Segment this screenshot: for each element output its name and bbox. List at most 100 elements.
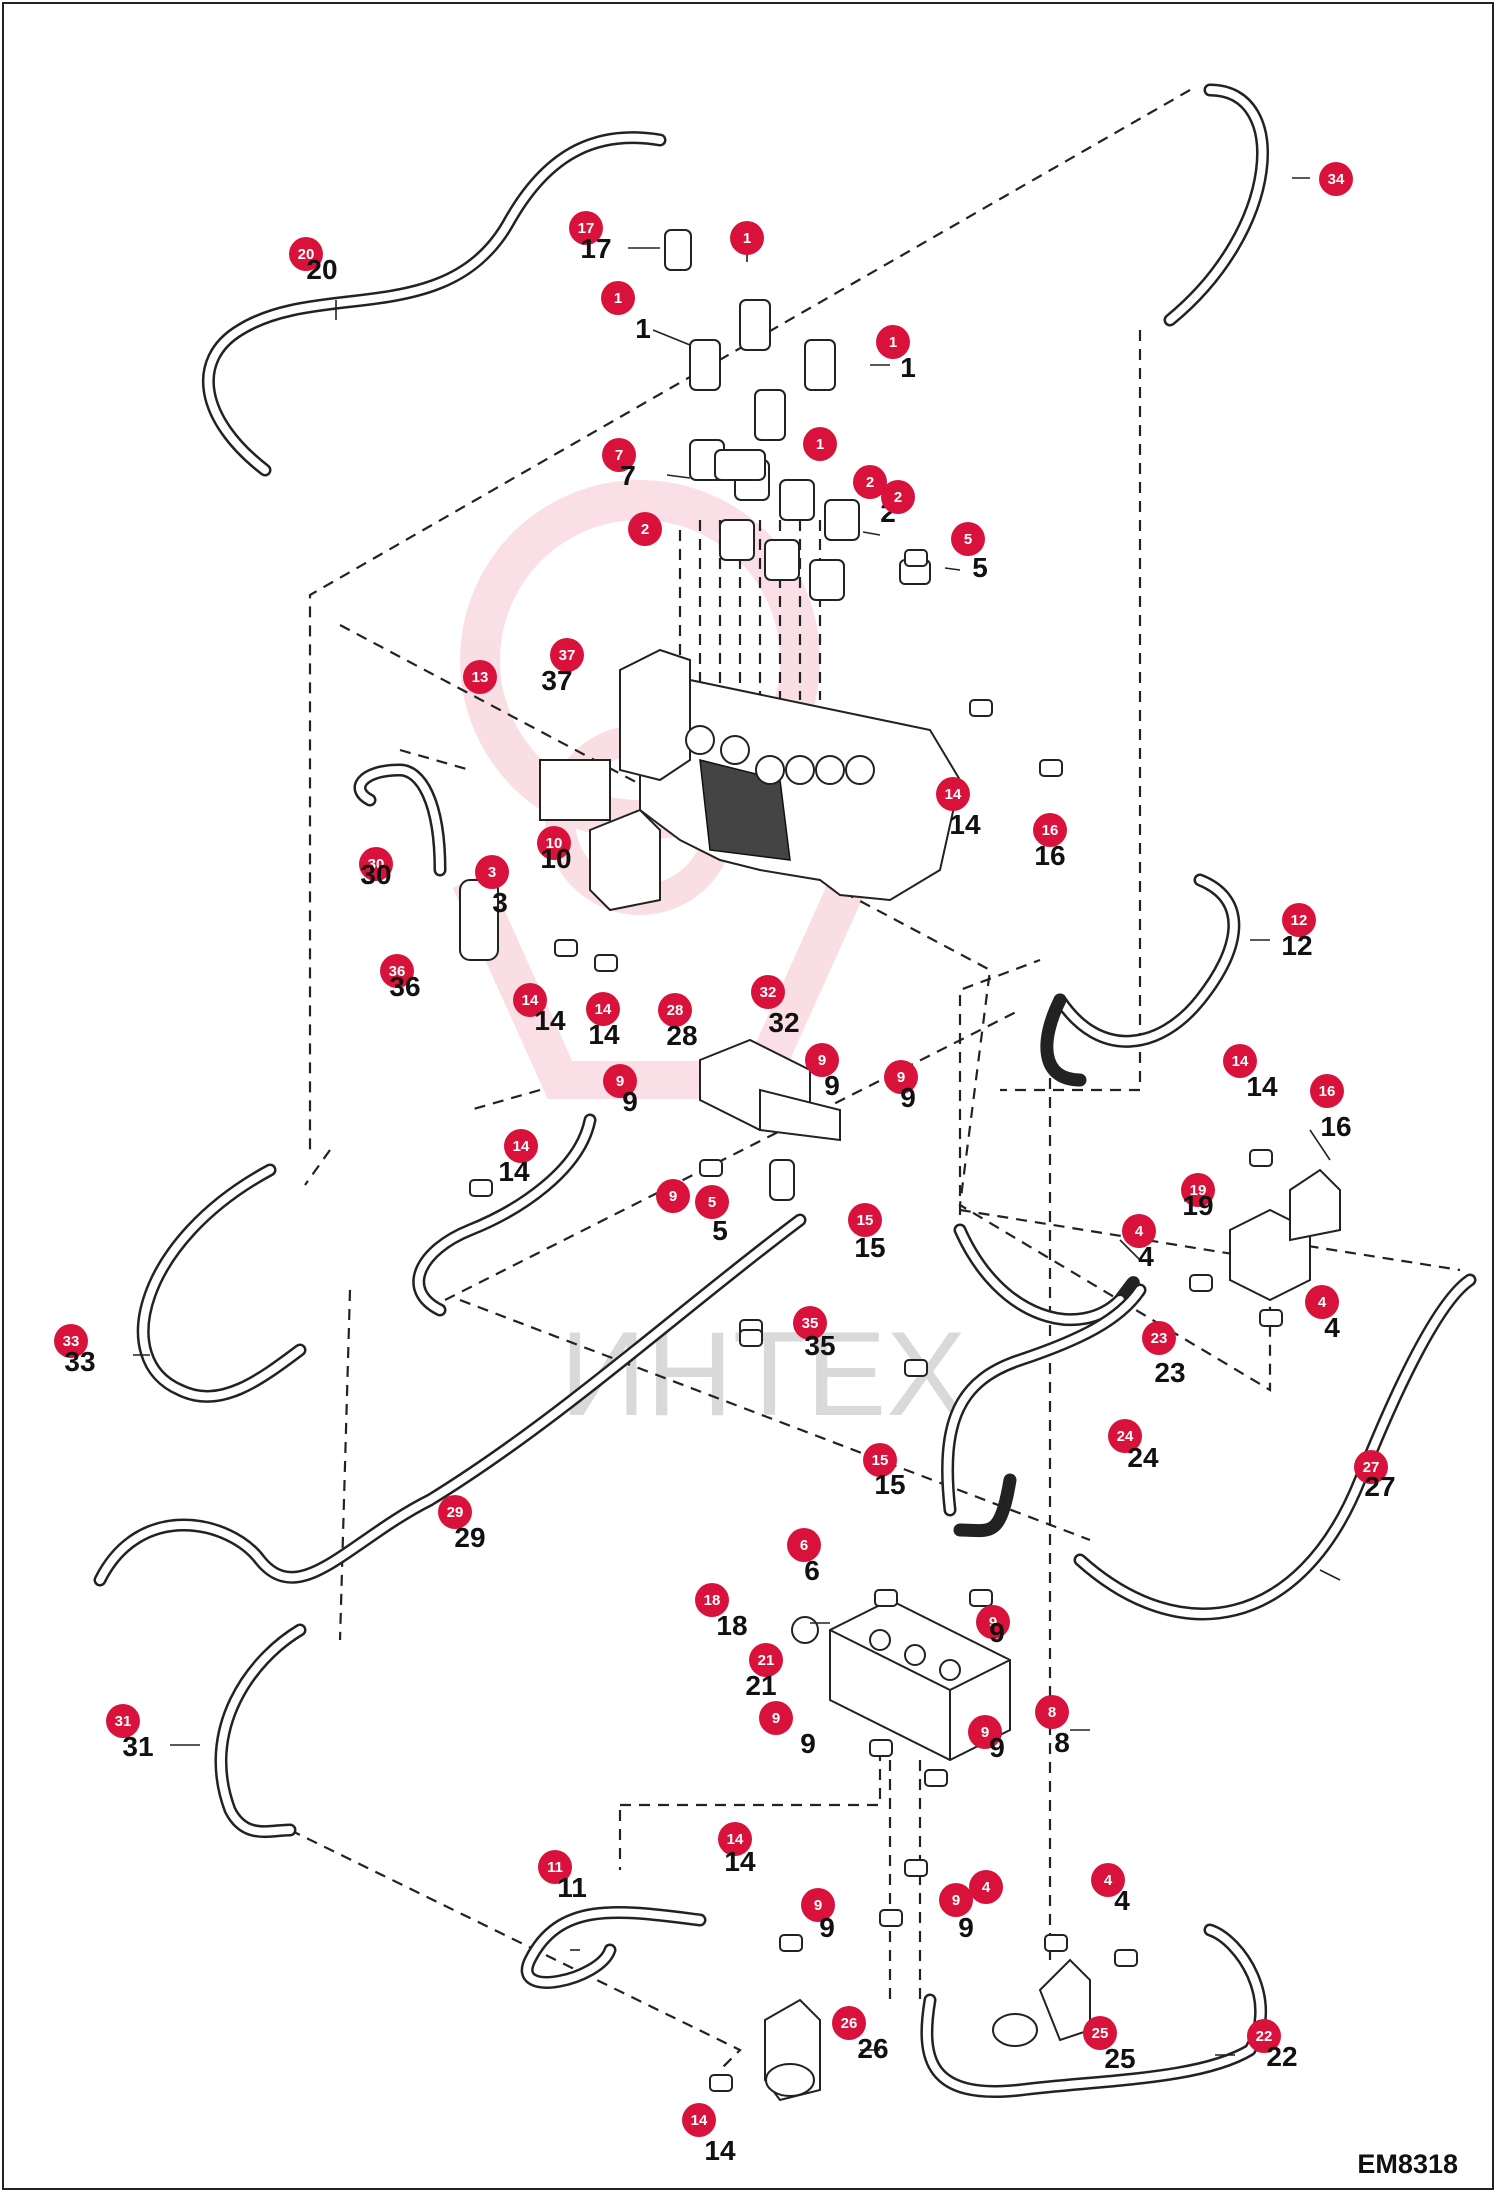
part-label-c17: 17: [580, 233, 611, 264]
callout-circle-c4c: [969, 1870, 1003, 1904]
part-label-c8: 8: [1054, 1727, 1070, 1758]
callout-number-c18: 18: [704, 1592, 721, 1609]
callout-circle-c1a: [730, 221, 764, 255]
callout-number-c5a: 5: [964, 531, 972, 548]
part-label-c4b: 4: [1324, 1312, 1340, 1343]
callout-circle-c9d: [656, 1179, 690, 1213]
callout-number-c25: 25: [1092, 2025, 1109, 2042]
callout-number-c20: 20: [298, 246, 315, 263]
callout-number-c9g: 9: [981, 1724, 989, 1741]
callout-number-c34: 34: [1328, 171, 1345, 188]
bottom-manifold: [791, 1598, 1011, 1762]
callout-number-c12: 12: [1291, 912, 1308, 929]
callout-circle-c4d: [1091, 1863, 1125, 1897]
callout-circle-c5a: [951, 522, 985, 556]
callout-circle-c1b: [601, 281, 635, 315]
part-label-c31: 31: [122, 1731, 153, 1762]
part-label-c1b: 1: [635, 313, 651, 344]
part-label-c9h: 9: [819, 1912, 835, 1943]
callout-number-c6: 6: [800, 1537, 808, 1554]
part-label-c16a: 16: [1034, 840, 1065, 871]
callout-number-c19: 19: [1190, 1182, 1207, 1199]
part-label-c33: 33: [64, 1346, 95, 1377]
part-label-c14d: 14: [498, 1156, 530, 1187]
hoses: [93, 83, 1477, 2098]
callout-number-c32: 32: [760, 984, 777, 1001]
callout-number-c14c: 14: [595, 1001, 612, 1018]
part-label-c32: 32: [768, 1007, 799, 1038]
callout-circle-c14e: [1223, 1044, 1257, 1078]
callout-circle-c24: [1108, 1419, 1142, 1453]
part-label-c14f: 14: [724, 1846, 756, 1877]
part-label-c14a: 14: [949, 809, 981, 840]
callout-circle-c15a: [848, 1203, 882, 1237]
callout-number-c35: 35: [802, 1315, 819, 1332]
callout-number-c9e: 9: [989, 1614, 997, 1631]
callout-circle-c30: [359, 847, 393, 881]
callout-circle-c5b: [695, 1185, 729, 1219]
callout-number-c1b: 1: [614, 290, 622, 307]
part-label-c20: 20: [306, 254, 337, 285]
callout-circle-c32: [751, 975, 785, 1009]
callout-circle-c9h: [801, 1888, 835, 1922]
callout-circle-c14f: [718, 1822, 752, 1856]
callout-circle-c18: [695, 1583, 729, 1617]
part-label-c26: 26: [857, 2033, 888, 2064]
callout-circle-c34: [1319, 162, 1353, 196]
callout-circle-c37: [550, 638, 584, 672]
callout-number-c36: 36: [389, 963, 406, 980]
callout-number-c4a: 4: [1135, 1223, 1144, 1240]
callout-number-c31: 31: [115, 1713, 132, 1730]
callout-number-c14e: 14: [1232, 1053, 1249, 1070]
part-label-c14g: 14: [704, 2135, 736, 2166]
callout-number-c5b: 5: [708, 1194, 716, 1211]
callout-circle-c3: [475, 855, 509, 889]
callout-circle-c27: [1354, 1450, 1388, 1484]
callout-number-c22: 22: [1256, 2028, 1273, 2045]
callout-circle-c14g: [682, 2103, 716, 2137]
callout-number-c27: 27: [1363, 1459, 1380, 1476]
callout-circle-c33: [54, 1324, 88, 1358]
callout-number-c2a: 2: [641, 521, 649, 538]
callout-number-c1d: 1: [816, 436, 824, 453]
callout-number-c28: 28: [667, 1002, 684, 1019]
callout-circle-c35: [793, 1306, 827, 1340]
part-label-c9e: 9: [989, 1617, 1005, 1648]
part-label-c14e: 14: [1246, 1071, 1278, 1102]
part-label-c16b: 16: [1320, 1111, 1351, 1142]
callout-number-c10: 10: [546, 835, 563, 852]
callout-circle-c14a: [936, 777, 970, 811]
callout-circle-c2a: [628, 512, 662, 546]
callout-number-c14b: 14: [522, 992, 539, 1009]
callout-circle-c9g: [968, 1715, 1002, 1749]
leader-lines: [133, 177, 1341, 2056]
part-label-c9b: 9: [622, 1086, 638, 1117]
callout-circle-c8: [1035, 1695, 1069, 1729]
callout-number-c2b: 2: [866, 474, 874, 491]
callout-number-c9a: 9: [818, 1052, 826, 1069]
callout-circle-c4a: [1122, 1214, 1156, 1248]
part-label-c4d: 4: [1114, 1885, 1130, 1916]
routing-lines: [289, 89, 1461, 2071]
callout-circle-c1d: [803, 427, 837, 461]
callout-circle-c1c: [876, 325, 910, 359]
callout-circle-c19: [1181, 1173, 1215, 1207]
callout-number-c4d: 4: [1104, 1872, 1113, 1889]
callout-number-c7: 7: [615, 447, 623, 464]
callout-number-c16a: 16: [1042, 822, 1059, 839]
callout-number-c13: 13: [472, 669, 489, 686]
callout-circle-c9b: [603, 1064, 637, 1098]
callout-number-c9i: 9: [952, 1892, 960, 1909]
callout-circle-c20: [289, 237, 323, 271]
callout-number-c1a: 1: [743, 230, 751, 247]
callout-circle-c6: [787, 1528, 821, 1562]
callout-number-c15a: 15: [857, 1212, 874, 1229]
callout-number-c16b: 16: [1319, 1083, 1336, 1100]
callout-number-c9f: 9: [772, 1710, 780, 1727]
callout-circle-c2c: [881, 480, 915, 514]
part-label-c36: 36: [389, 971, 420, 1002]
callout-number-c9b: 9: [616, 1073, 624, 1090]
callout-circle-c29: [438, 1495, 472, 1529]
